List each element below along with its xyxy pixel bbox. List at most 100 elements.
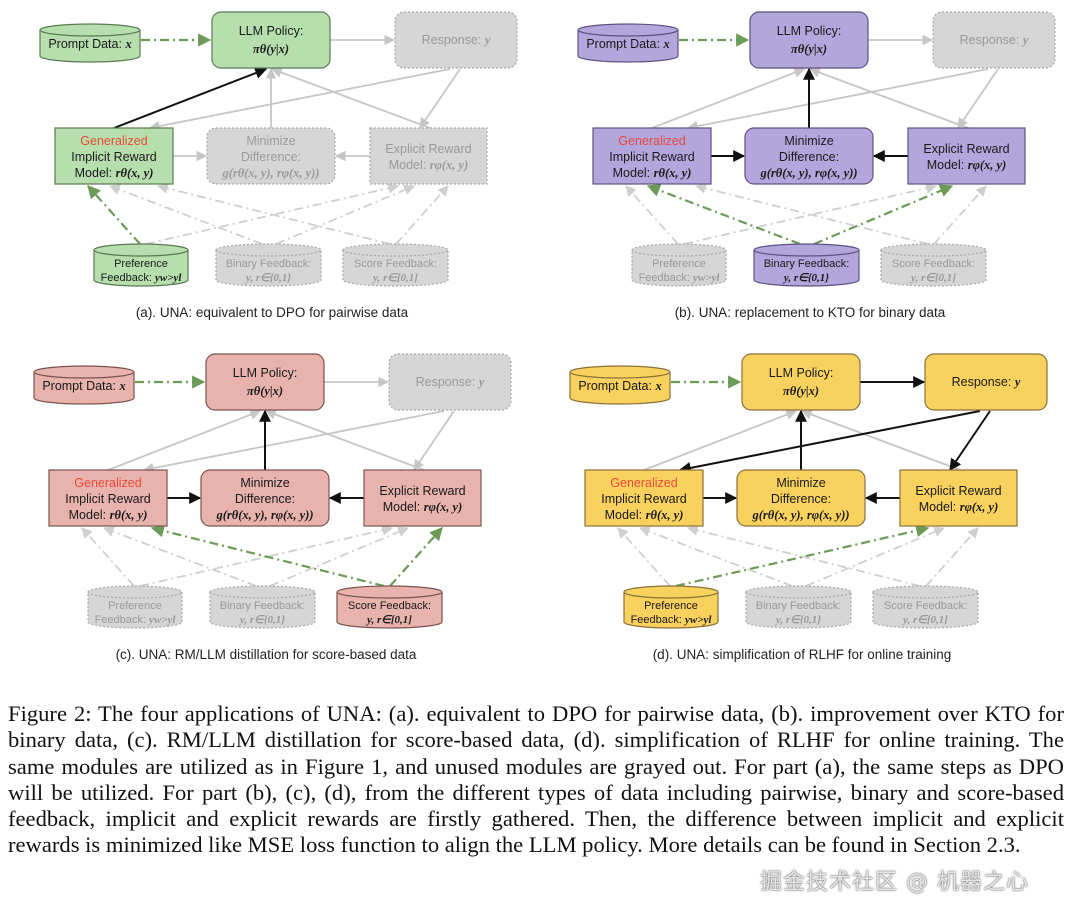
arrow-binary-implicit bbox=[646, 184, 801, 246]
model-arrows bbox=[651, 34, 999, 162]
arrow-score-implicit bbox=[686, 525, 921, 587]
minimize-label: Minimize bbox=[776, 476, 825, 490]
data-flow-arrows bbox=[625, 33, 987, 246]
panel-d: Prompt Data: x LLM Policy: πθ(y|x) Response… bbox=[569, 353, 1048, 662]
generalized-label: Generalized bbox=[610, 476, 677, 490]
score-formula: y, r∈[0,1] bbox=[909, 272, 956, 284]
implicit-reward-formula: Model: rθ(x, y) bbox=[613, 166, 692, 180]
generalized-label: Generalized bbox=[74, 476, 141, 490]
arrow-response-implicit bbox=[142, 410, 445, 474]
llm-policy-formula: πθ(y|x) bbox=[791, 42, 827, 56]
node-score: Score Feedback:y, r∈[0,1] bbox=[336, 585, 443, 629]
arrow-score-implicit bbox=[150, 524, 385, 588]
data-flow-arrows bbox=[87, 33, 449, 245]
binary-label: Binary Feedback: bbox=[756, 600, 842, 612]
node-binary: Binary Feedback: y, r∈{0,1} bbox=[215, 243, 322, 287]
arrow-response-implicit bbox=[148, 68, 451, 132]
response-label: Response: y bbox=[422, 33, 491, 47]
difference-label: Difference: bbox=[779, 150, 839, 164]
score-formula: y, r∈[0,1] bbox=[901, 614, 948, 626]
minimize-label: Minimize bbox=[240, 476, 289, 490]
preference-label: Preference bbox=[652, 258, 706, 270]
preference-label: Preference bbox=[644, 600, 698, 612]
preference-formula: Feedback: yw>yl bbox=[95, 614, 177, 626]
binary-label: Binary Feedback: bbox=[226, 258, 312, 270]
arrow-score-explicit bbox=[925, 527, 979, 587]
minimize-formula: g(rθ(x, y), rφ(x, y)) bbox=[215, 508, 313, 522]
node-llm: LLM Policy: πθ(y|x) bbox=[749, 11, 869, 69]
explicit-reward-formula: Model: rφ(x, y) bbox=[389, 158, 469, 172]
arrow-binary-explicit bbox=[275, 184, 415, 245]
model-arrows bbox=[113, 34, 461, 162]
preference-label: Preference bbox=[114, 258, 168, 270]
arrow-explicit-llm bbox=[264, 409, 425, 471]
node-response: Response: y bbox=[924, 353, 1048, 411]
arrow-implicit-llm bbox=[113, 67, 268, 129]
arrow-response-explicit bbox=[419, 68, 461, 129]
node-response: Response: y bbox=[388, 353, 512, 411]
llm-policy-formula: πθ(y|x) bbox=[253, 42, 289, 56]
score-formula: y, r∈[0,1] bbox=[371, 272, 418, 284]
implicit-reward-formula: Model: rθ(x, y) bbox=[75, 166, 154, 180]
response-label: Response: y bbox=[416, 375, 485, 389]
binary-formula: y, r∈{0,1} bbox=[238, 614, 285, 626]
implicit-reward-label: Implicit Reward bbox=[71, 150, 156, 164]
generalized-label: Generalized bbox=[618, 134, 685, 148]
implicit-reward-label: Implicit Reward bbox=[609, 150, 694, 164]
preference-formula: Feedback: yw>yl bbox=[631, 614, 713, 626]
node-score: Score Feedback: y, r∈[0,1] bbox=[872, 585, 979, 629]
implicit-reward-formula: Model: rθ(x, y) bbox=[69, 508, 148, 522]
arrow-response-explicit bbox=[957, 68, 999, 129]
minimize-formula: g(rθ(x, y), rφ(x, y)) bbox=[221, 166, 319, 180]
explicit-reward-label: Explicit Reward bbox=[379, 484, 465, 498]
minimize-label: Minimize bbox=[246, 134, 295, 148]
panel-b-caption: (b). UNA: replacement to KTO for binary … bbox=[675, 305, 946, 320]
arrow-implicit-llm bbox=[643, 409, 798, 471]
arrow-pref-explicit bbox=[139, 524, 394, 587]
arrow-response-implicit bbox=[686, 68, 989, 132]
node-llm: LLM Policy:πθ(y|x) bbox=[205, 353, 325, 411]
node-score: Score Feedback: y, r∈[0,1] bbox=[880, 243, 987, 287]
watermark: 掘金技术社区 @ 机器之心 bbox=[760, 870, 1029, 895]
arrow-score-explicit bbox=[395, 185, 449, 245]
node-prompt: Prompt Data: x bbox=[569, 365, 671, 405]
model-arrows bbox=[643, 376, 991, 504]
arrow-score-explicit bbox=[389, 527, 443, 587]
explicit-reward-label: Explicit Reward bbox=[385, 142, 471, 156]
difference-label: Difference: bbox=[771, 492, 831, 506]
score-label: Score Feedback: bbox=[354, 258, 437, 270]
llm-policy-label: LLM Policy: bbox=[777, 24, 842, 38]
score-label: Score Feedback: bbox=[892, 258, 975, 270]
arrow-pref-explicit bbox=[683, 182, 938, 245]
llm-policy-label: LLM Policy: bbox=[239, 24, 304, 38]
prompt-label: Prompt Data: x bbox=[586, 37, 669, 51]
arrow-score-explicit bbox=[933, 185, 987, 245]
score-label: Score Feedback: bbox=[884, 600, 967, 612]
implicit-reward-label: Implicit Reward bbox=[65, 492, 150, 506]
arrow-pref-implicit bbox=[81, 527, 135, 587]
arrow-implicit-llm bbox=[107, 409, 262, 471]
llm-policy-label: LLM Policy: bbox=[233, 366, 298, 380]
llm-policy-formula: πθ(y|x) bbox=[783, 384, 819, 398]
node-score: Score Feedback: y, r∈[0,1] bbox=[342, 243, 449, 287]
response-label: Response: y bbox=[952, 375, 1021, 389]
panel-d-caption: (d). UNA: simplification of RLHF for onl… bbox=[653, 647, 952, 662]
arrow-binary-implicit bbox=[638, 526, 793, 587]
preference-formula: Feedback: yw>yl bbox=[639, 272, 721, 284]
llm-policy-label: LLM Policy: bbox=[769, 366, 834, 380]
arrow-pref-explicit bbox=[145, 182, 400, 245]
binary-formula: y, r∈{0,1} bbox=[244, 272, 291, 284]
explicit-reward-label: Explicit Reward bbox=[923, 142, 1009, 156]
